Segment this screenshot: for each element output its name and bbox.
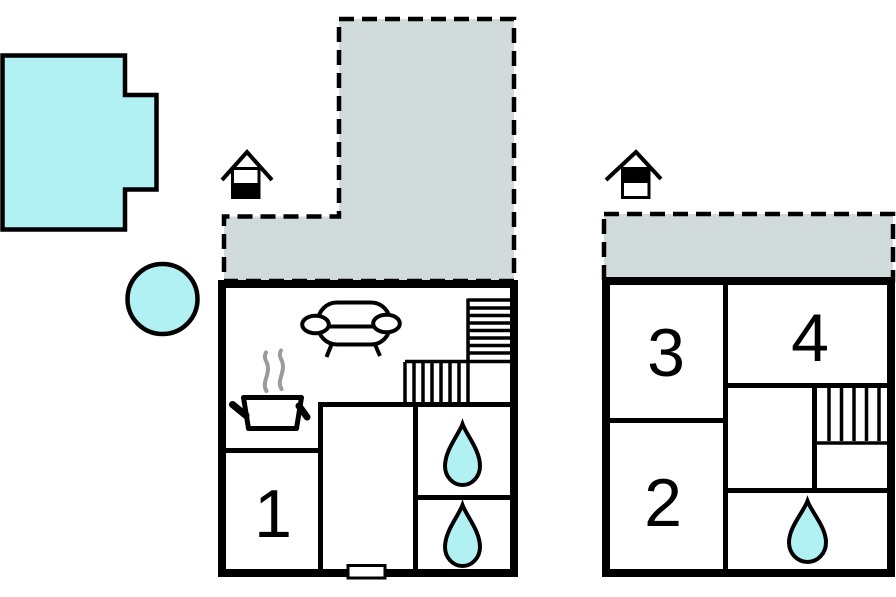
upper-floor-outer-walls <box>602 277 895 577</box>
steam-icon <box>277 348 285 391</box>
upper-floor-indicator-icon <box>604 149 663 199</box>
room-2-label: 2 <box>644 465 682 541</box>
round-pool-icon <box>125 261 200 337</box>
upper-floor-interior-walls <box>606 281 891 573</box>
steam-icon <box>262 350 270 393</box>
ground-floor-staircase <box>403 298 512 404</box>
sofa-icon <box>300 300 402 358</box>
upper-floor-staircase <box>827 388 881 441</box>
room-4-label: 4 <box>791 300 829 376</box>
room-3-label: 3 <box>647 315 685 391</box>
ground-floor-interior-walls <box>222 402 512 573</box>
entrance-door-marker <box>346 564 387 580</box>
pool-icon <box>0 53 159 232</box>
upper-floor-plan: 2 3 4 <box>601 149 896 577</box>
upper-floor-terrace <box>601 211 896 283</box>
cooking-pot-icon <box>229 348 311 431</box>
shower-drop-icon <box>786 495 829 564</box>
ground-floor-terrace <box>221 16 517 284</box>
room-1-label: 1 <box>254 476 292 552</box>
outdoor-area <box>0 53 200 337</box>
shower-drop-icon <box>442 499 483 568</box>
ground-floor-indicator-icon <box>220 148 274 199</box>
shower-drop-icon <box>442 418 483 487</box>
ground-floor-plan: 1 <box>218 16 518 580</box>
